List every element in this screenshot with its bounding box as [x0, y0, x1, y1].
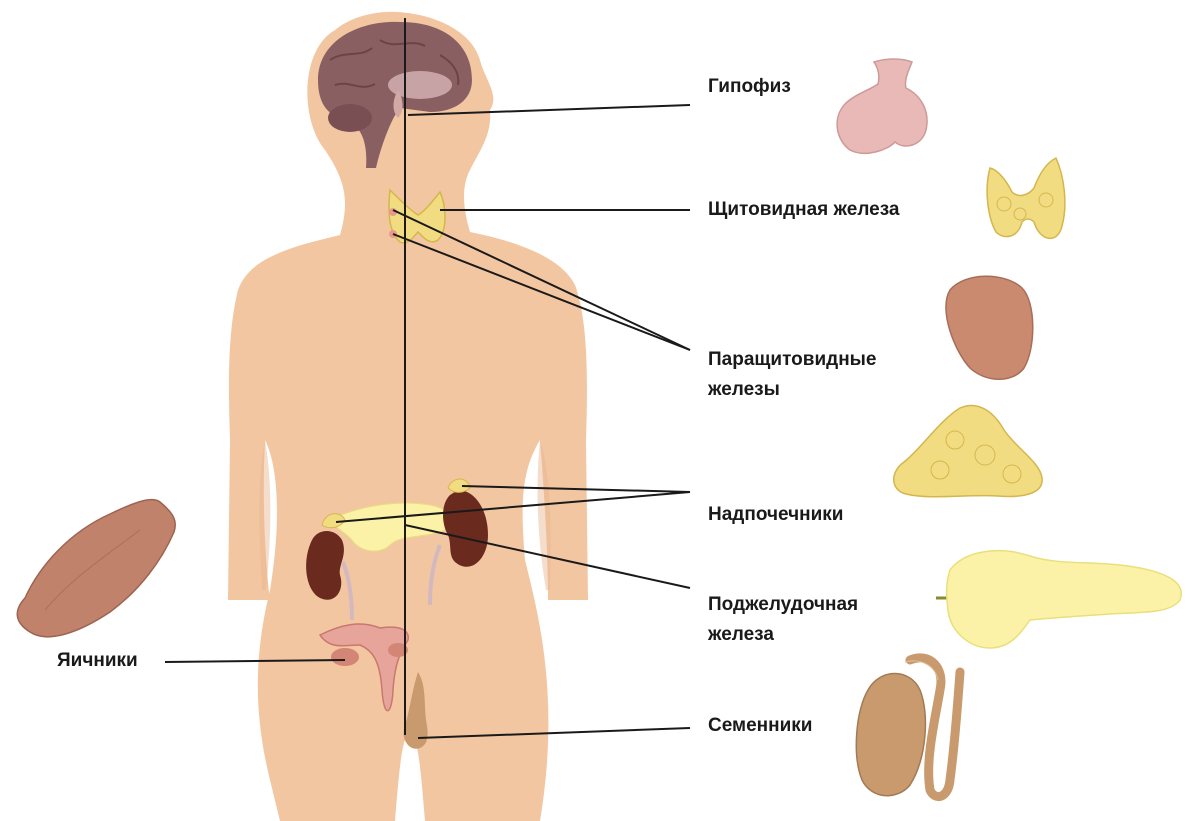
label-adrenal-text: Надпочечники: [708, 504, 843, 525]
label-parathyroid-line2: железы: [708, 375, 876, 405]
label-testes-text: Семенники: [708, 715, 812, 736]
label-pancreas-line2: железа: [708, 620, 858, 650]
label-testes: Семенники: [708, 711, 812, 741]
thyroid-illustration: [987, 158, 1065, 238]
body-silhouette: [228, 12, 588, 821]
ovary-illustration: [17, 500, 175, 637]
label-pituitary-text: Гипофиз: [708, 76, 791, 97]
pancreas-illustration: [936, 551, 1181, 648]
pituitary-illustration: [837, 59, 927, 153]
label-pancreas-line1: Поджелудочная: [708, 590, 858, 620]
label-ovaries-text: Яичники: [57, 650, 138, 671]
label-ovaries: Яичники: [57, 646, 138, 676]
label-adrenal: Надпочечники: [708, 500, 843, 530]
testis-illustration: [856, 658, 960, 797]
label-thyroid: Щитовидная железа: [708, 195, 899, 225]
label-parathyroid-line1: Паращитовидные: [708, 345, 876, 375]
label-pituitary: Гипофиз: [708, 72, 791, 102]
label-thyroid-text: Щитовидная железа: [708, 199, 899, 220]
label-parathyroid: Паращитовидные железы: [708, 345, 876, 405]
label-pancreas: Поджелудочная железа: [708, 590, 858, 650]
parathyroid-illustration: [946, 276, 1033, 379]
adrenal-illustration: [894, 405, 1042, 496]
